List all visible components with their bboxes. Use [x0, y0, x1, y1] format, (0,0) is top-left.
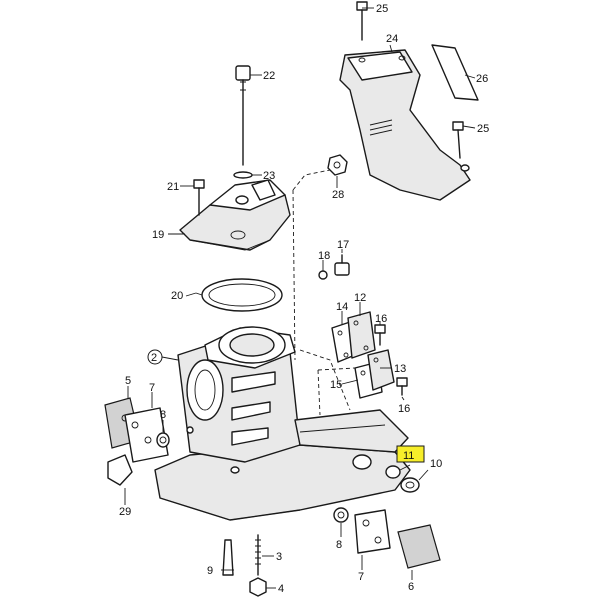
gasket	[195, 278, 283, 312]
nut-4	[249, 577, 267, 597]
callout-11: 11	[403, 450, 414, 462]
plate-13	[367, 349, 395, 391]
callout-28: 28	[332, 189, 344, 201]
callout-10: 10	[430, 458, 442, 470]
callout-17: 17	[337, 239, 349, 251]
callout-11-highlight	[396, 445, 425, 463]
callout-8-left: 8	[160, 409, 166, 421]
callout-22: 22	[263, 70, 275, 82]
callout-29: 29	[119, 506, 131, 518]
callout-16-top: 16	[375, 313, 387, 325]
callout-13: 13	[394, 363, 406, 375]
nut-28	[327, 154, 348, 176]
callout-labels: 25 24 26 25 28 22 23 21 19 20 2 17 18 14…	[119, 3, 489, 595]
washer-8-right	[333, 507, 349, 523]
cover-plate-24	[339, 49, 471, 201]
callout-25-side: 25	[477, 123, 489, 135]
callout-3: 3	[276, 551, 282, 563]
callout-7-right: 7	[358, 571, 364, 583]
callout-24: 24	[386, 33, 398, 45]
callout-2-circle	[147, 349, 163, 365]
anode-29	[107, 454, 133, 486]
callout-21: 21	[167, 181, 179, 193]
fitting-17	[334, 254, 350, 276]
decal-26	[431, 44, 479, 101]
callout-8-right: 8	[336, 539, 342, 551]
bolt-16-top	[374, 324, 386, 346]
callout-26: 26	[476, 73, 488, 85]
bolt-25-top	[356, 1, 368, 41]
callout-20: 20	[171, 290, 183, 302]
callout-23: 23	[263, 170, 275, 182]
pin-9	[222, 539, 234, 576]
plate-12	[347, 311, 376, 359]
plate-7-left	[124, 407, 169, 463]
callout-2: 2	[151, 352, 157, 364]
stud-3	[255, 534, 261, 576]
callout-12: 12	[354, 292, 366, 304]
callout-25-top: 25	[376, 3, 388, 15]
plate-6	[397, 524, 441, 569]
callout-6: 6	[408, 581, 414, 593]
callout-5: 5	[125, 375, 131, 387]
bolt-21	[193, 179, 205, 216]
washer-8-left	[156, 432, 170, 448]
callout-15: 15	[330, 379, 342, 391]
leader-lines	[124, 7, 476, 589]
bushing-11	[385, 465, 401, 479]
top-cover	[179, 179, 291, 251]
callout-14: 14	[336, 301, 348, 313]
gear-housing	[154, 169, 411, 521]
callout-9: 9	[207, 565, 213, 577]
plate-7-right	[354, 509, 391, 554]
dipstick	[233, 65, 253, 179]
seal-18	[318, 270, 328, 280]
callout-16-bottom: 16	[398, 403, 410, 415]
bolt-16-bottom	[396, 377, 408, 396]
callout-7-left: 7	[149, 382, 155, 394]
callout-4: 4	[278, 583, 284, 595]
plug-10	[400, 477, 420, 493]
callout-19: 19	[152, 229, 164, 241]
bolt-25-side	[452, 121, 464, 159]
callout-18: 18	[318, 250, 330, 262]
